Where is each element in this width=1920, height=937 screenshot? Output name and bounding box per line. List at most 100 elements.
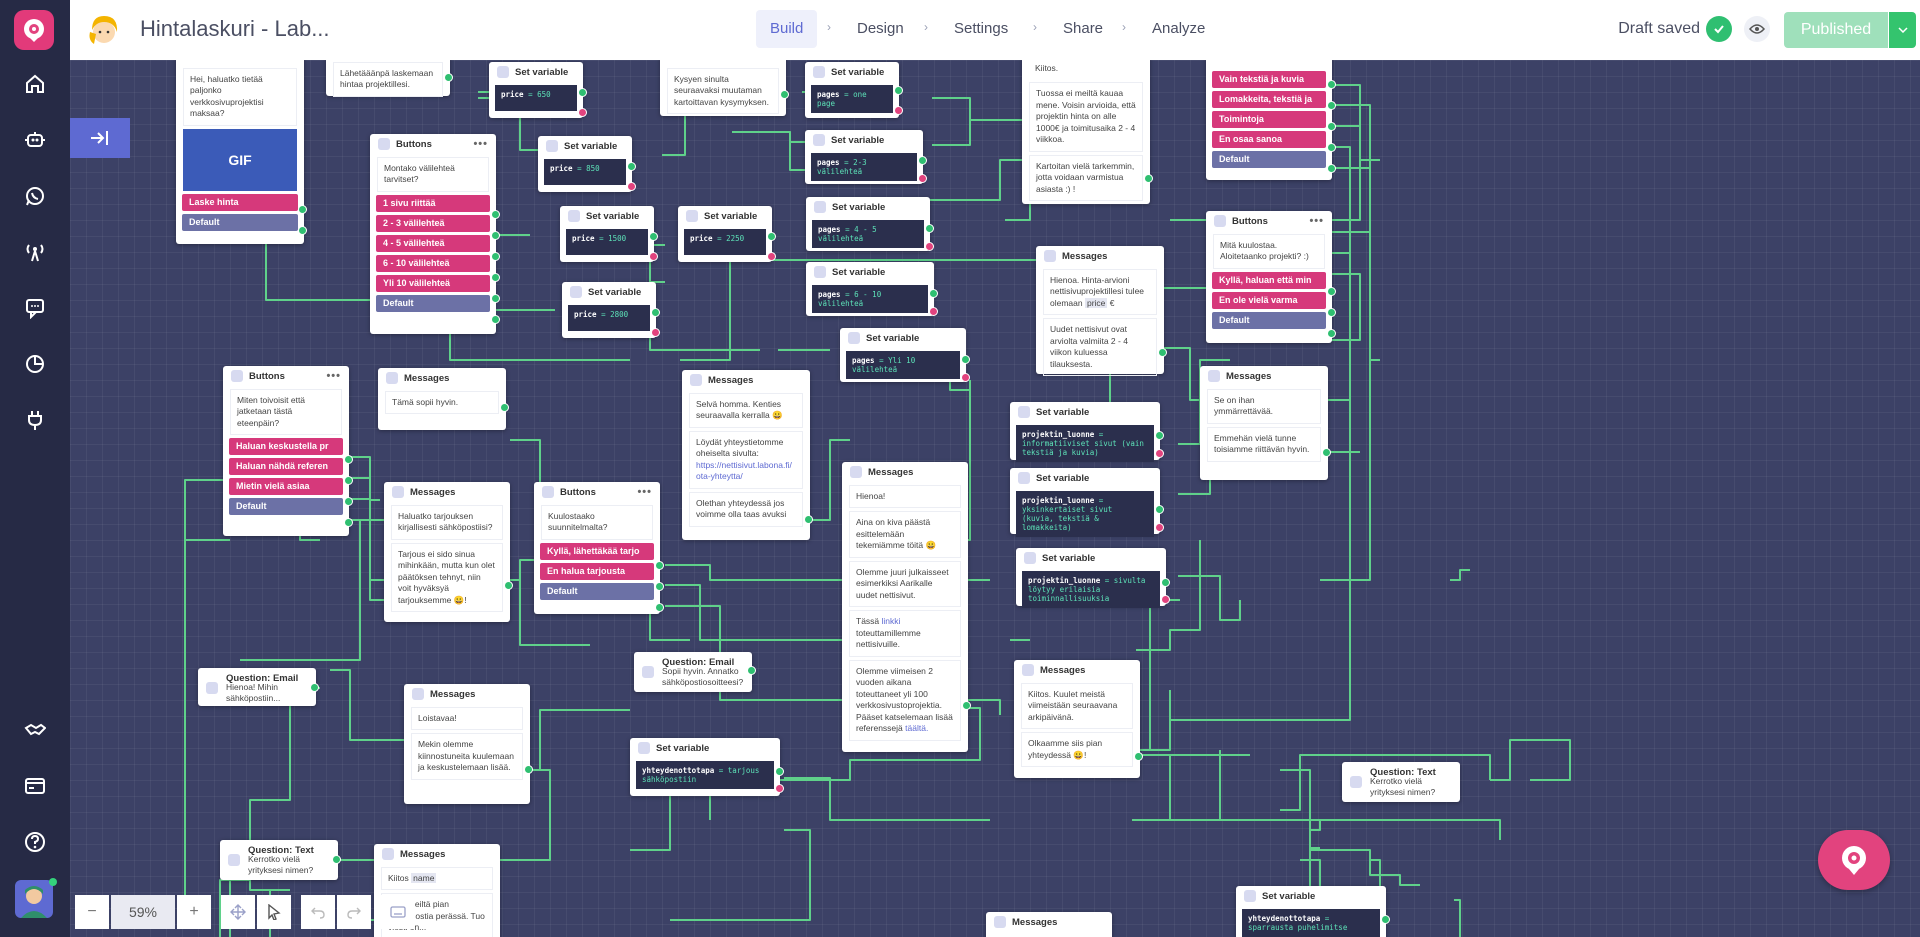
connector-dot[interactable] xyxy=(651,308,660,317)
flow-node-question-email[interactable]: Question: Email Hienoa! Mihin sähköposti… xyxy=(198,668,316,706)
node-choice-button[interactable]: En osaa sanoa xyxy=(1212,131,1326,148)
connector-dot[interactable] xyxy=(627,162,636,171)
zoom-in-button[interactable]: + xyxy=(177,895,211,929)
billing-icon[interactable] xyxy=(17,768,53,804)
node-choice-button[interactable]: 6 - 10 välilehteä xyxy=(376,254,490,272)
connector-dot[interactable] xyxy=(298,226,307,235)
connector-dot[interactable] xyxy=(491,231,500,240)
connector-dot[interactable] xyxy=(310,683,319,692)
node-choice-button[interactable]: Laske hinta xyxy=(182,193,298,211)
flow-node-messages[interactable]: Messages Selvä homma. Kenties seuraavall… xyxy=(682,370,810,540)
flow-node-buttons[interactable]: Buttons••• Montako välilehteä tarvitset?… xyxy=(370,134,496,334)
flow-node-messages[interactable]: Messages Loistavaa! Mekin olemme kiinnos… xyxy=(404,684,530,804)
error-dot[interactable] xyxy=(961,373,970,382)
node-choice-button[interactable]: 2 - 3 välilehteä xyxy=(376,214,490,232)
node-default-button[interactable]: Default xyxy=(540,582,654,600)
connector-dot[interactable] xyxy=(1327,287,1336,296)
flow-node-set-variable[interactable]: Set variable yhteydenottotapa = sparraus… xyxy=(1236,886,1386,937)
link-text[interactable]: linkki xyxy=(881,616,901,627)
flow-node-set-variable[interactable]: Set variable price = 850 xyxy=(538,136,632,192)
connector-dot[interactable] xyxy=(929,289,938,298)
flow-node-message[interactable]: Lähetääänpä laskemaan hintaa projektille… xyxy=(326,60,450,97)
user-avatar[interactable] xyxy=(15,880,53,918)
connector-dot[interactable] xyxy=(491,210,500,219)
more-options-icon[interactable]: ••• xyxy=(473,138,488,150)
connector-dot[interactable] xyxy=(344,497,353,506)
analytics-icon[interactable] xyxy=(17,346,53,382)
flow-node-buttons[interactable]: Buttons••• Miten toivoisit että jatketaa… xyxy=(223,366,349,536)
node-choice-button[interactable]: Toimintoja xyxy=(1212,111,1326,128)
connector-dot[interactable] xyxy=(655,603,664,612)
more-options-icon[interactable]: ••• xyxy=(326,370,341,382)
flow-node-messages[interactable]: Messages Hienoa. Hinta-arvioni nettisivu… xyxy=(1036,246,1164,377)
publish-button[interactable]: Published xyxy=(1784,12,1888,48)
connector-dot[interactable] xyxy=(524,765,533,774)
keyboard-icon[interactable] xyxy=(381,895,415,929)
select-tool-icon[interactable] xyxy=(257,895,291,929)
more-options-icon[interactable]: ••• xyxy=(1309,215,1324,227)
integrations-icon[interactable] xyxy=(17,402,53,438)
chat-icon[interactable] xyxy=(17,290,53,326)
tab-settings[interactable]: Settings xyxy=(954,20,1009,37)
connector-dot[interactable] xyxy=(780,90,789,99)
flow-node-message[interactable]: Kiitos. Tuossa ei meiltä kauaa mene. Voi… xyxy=(1022,60,1150,204)
flow-node-set-variable[interactable]: Set variable projektin_luonne = sivulta … xyxy=(1016,548,1166,608)
error-dot[interactable] xyxy=(578,108,587,117)
collapse-panel-button[interactable] xyxy=(70,118,130,158)
node-choice-button[interactable]: Yli 10 välilehteä xyxy=(376,274,490,292)
node-choice-button[interactable]: Haluan nähdä referen xyxy=(229,458,343,476)
flow-canvas[interactable]: Hei, haluatko tietää paljonko verkkosivu… xyxy=(70,60,1920,937)
bot-icon[interactable] xyxy=(17,122,53,158)
node-choice-button[interactable]: Kyllä, lähettäkää tarjo xyxy=(540,542,654,560)
whatsapp-icon[interactable] xyxy=(17,178,53,214)
node-choice-button[interactable]: En halua tarjousta xyxy=(540,562,654,580)
error-dot[interactable] xyxy=(651,328,660,337)
node-default-button[interactable]: Default xyxy=(182,213,298,231)
bot-title[interactable]: Hintalaskuri - Lab... xyxy=(140,16,330,41)
connector-dot[interactable] xyxy=(1381,915,1390,924)
connector-dot[interactable] xyxy=(578,88,587,97)
undo-icon[interactable] xyxy=(301,895,335,929)
error-dot[interactable] xyxy=(1155,449,1164,458)
connector-dot[interactable] xyxy=(344,518,353,527)
node-choice-button[interactable]: Lomakkeita, tekstiä ja xyxy=(1212,91,1326,108)
flow-node-set-variable[interactable]: Set variable price = 2250 xyxy=(678,206,772,262)
error-dot[interactable] xyxy=(1161,595,1170,604)
connector-dot[interactable] xyxy=(1155,431,1164,440)
connector-dot[interactable] xyxy=(649,232,658,241)
flow-node-buttons[interactable]: Vain tekstiä ja kuvia Lomakkeita, teksti… xyxy=(1206,60,1332,180)
handshake-icon[interactable] xyxy=(17,712,53,748)
flow-node-set-variable[interactable]: Set variable price = 1500 xyxy=(560,206,654,262)
connector-dot[interactable] xyxy=(804,515,813,524)
preview-eye-icon[interactable] xyxy=(1744,16,1770,42)
flow-node-set-variable[interactable]: Set variable projektin_luonne = informat… xyxy=(1010,402,1160,462)
flow-node-set-variable[interactable]: Set variable pages = 4 - 5 välilehteä xyxy=(806,197,930,251)
flow-node-buttons[interactable]: Buttons••• Mitä kuulostaa. Aloitetaanko … xyxy=(1206,211,1332,343)
flow-node-welcome[interactable]: Hei, haluatko tietää paljonko verkkosivu… xyxy=(176,60,304,244)
connector-dot[interactable] xyxy=(1327,308,1336,317)
flow-node-messages[interactable]: Messages Hienoa! Aina on kiva päästä esi… xyxy=(842,462,968,752)
flow-node-message[interactable]: Kysyen sinulta seuraavaksi muutaman kart… xyxy=(660,60,786,116)
home-icon[interactable] xyxy=(17,66,53,102)
connector-dot[interactable] xyxy=(775,767,784,776)
connector-dot[interactable] xyxy=(444,73,453,82)
error-dot[interactable] xyxy=(929,307,938,316)
flow-node-set-variable[interactable]: Set variable pages = Yli 10 välilehteä xyxy=(840,328,966,382)
help-icon[interactable] xyxy=(17,824,53,860)
node-choice-button[interactable]: Kyllä, haluan että min xyxy=(1212,271,1326,289)
connector-dot[interactable] xyxy=(491,315,500,324)
flow-node-messages[interactable]: Messages Se on ihan ymmärrettävää. Emmeh… xyxy=(1200,366,1328,480)
connector-dot[interactable] xyxy=(504,581,513,590)
connector-dot[interactable] xyxy=(1327,80,1336,89)
flow-node-question-text[interactable]: Question: Text Kerrotko vielä yrityksesi… xyxy=(220,840,338,880)
zoom-out-button[interactable]: − xyxy=(75,895,109,929)
node-choice-button[interactable]: Vain tekstiä ja kuvia xyxy=(1212,71,1326,88)
connector-dot[interactable] xyxy=(1327,164,1336,173)
connector-dot[interactable] xyxy=(344,455,353,464)
chevron-down-icon[interactable] xyxy=(1889,12,1916,48)
node-choice-button[interactable]: En ole vielä varma xyxy=(1212,291,1326,309)
error-dot[interactable] xyxy=(775,784,784,793)
flow-node-question-email[interactable]: Question: Email Sopii hyvin. Annatko säh… xyxy=(634,652,752,692)
node-choice-button[interactable]: Haluan keskustella pr xyxy=(229,438,343,456)
flow-node-set-variable[interactable]: Set variable pages = 6 - 10 välilehteä xyxy=(806,262,934,316)
